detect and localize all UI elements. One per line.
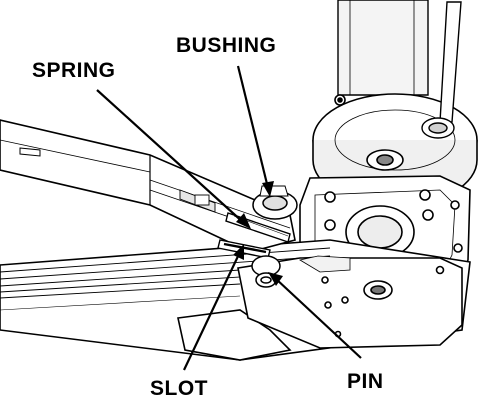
slide-arm bbox=[0, 119, 296, 253]
handle-rod bbox=[421, 1, 462, 139]
leader-slot bbox=[183, 251, 241, 371]
label-bushing: BUSHING bbox=[176, 34, 276, 57]
leader-lines bbox=[96, 65, 362, 371]
lower-plate bbox=[237, 255, 463, 349]
arrowhead-spring bbox=[236, 213, 251, 229]
leader-bushing bbox=[236, 65, 270, 189]
bushing-part bbox=[252, 185, 298, 220]
leader-pin bbox=[274, 277, 362, 359]
arrowheads bbox=[233, 181, 283, 286]
label-spring: SPRING bbox=[32, 59, 116, 82]
arrowhead-slot bbox=[233, 244, 244, 260]
leader-spring bbox=[96, 89, 246, 225]
upright-post bbox=[337, 0, 429, 96]
label-pin: PIN bbox=[347, 370, 384, 393]
label-slot: SLOT bbox=[150, 377, 208, 400]
arrowhead-pin bbox=[268, 272, 283, 286]
arrowhead-bushing bbox=[262, 181, 274, 197]
